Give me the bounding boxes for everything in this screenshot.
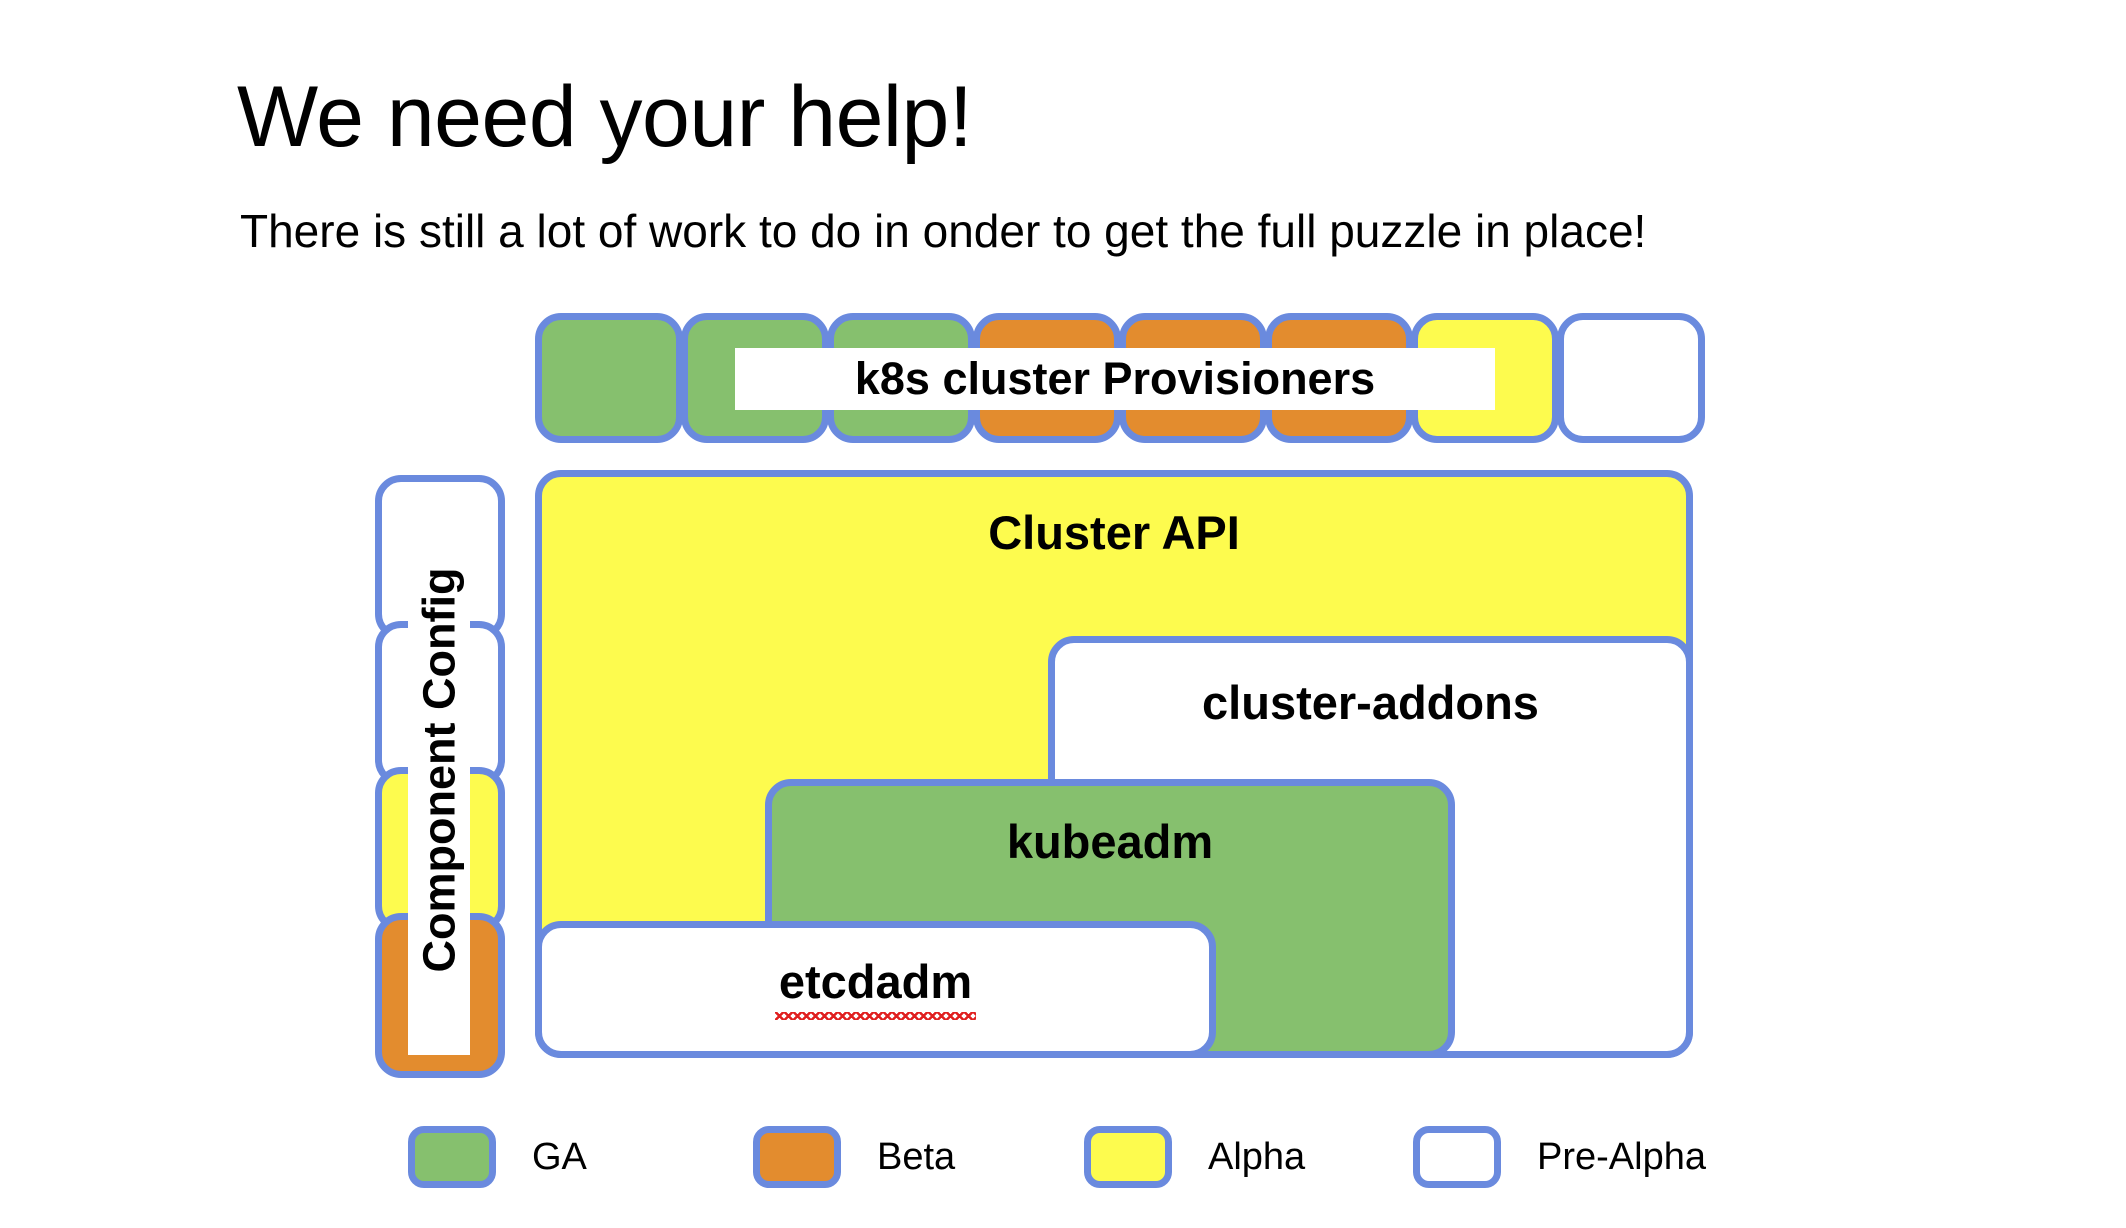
kubeadm-label: kubeadm xyxy=(1006,815,1214,868)
status-legend: GA Beta Alpha Pre-Alpha xyxy=(408,1122,1708,1192)
legend-item-beta: Beta xyxy=(753,1122,955,1192)
etcdadm-label: etcdadm xyxy=(774,955,977,1020)
legend-label-ga: GA xyxy=(532,1135,587,1178)
component-config-label-text: Component Config xyxy=(413,567,465,973)
legend-label-beta: Beta xyxy=(877,1135,956,1178)
page-title: We need your help! xyxy=(237,68,973,165)
legend-item-pre-alpha: Pre-Alpha xyxy=(1413,1122,1706,1192)
provisioner-row-label: k8s cluster Provisioners xyxy=(735,348,1495,410)
cluster-api-label: Cluster API xyxy=(988,506,1240,559)
component-config-label: Component Config xyxy=(408,485,470,1055)
provisioner-cell-1 xyxy=(535,313,683,443)
etcdadm-label-wrap: etcdadm xyxy=(542,954,1209,1020)
legend-swatch-pre-alpha xyxy=(1413,1126,1501,1188)
legend-item-alpha: Alpha xyxy=(1084,1122,1305,1192)
legend-item-ga: GA xyxy=(408,1122,587,1192)
legend-swatch-ga xyxy=(408,1126,496,1188)
legend-swatch-beta xyxy=(753,1126,841,1188)
page-subtitle: There is still a lot of work to do in on… xyxy=(240,205,1647,257)
cluster-addons-label: cluster-addons xyxy=(1202,676,1539,729)
etcdadm-box: etcdadm xyxy=(535,921,1216,1058)
legend-swatch-alpha xyxy=(1084,1126,1172,1188)
legend-label-pre-alpha: Pre-Alpha xyxy=(1537,1135,1706,1178)
provisioner-cell-8 xyxy=(1557,313,1705,443)
legend-label-alpha: Alpha xyxy=(1208,1135,1306,1178)
